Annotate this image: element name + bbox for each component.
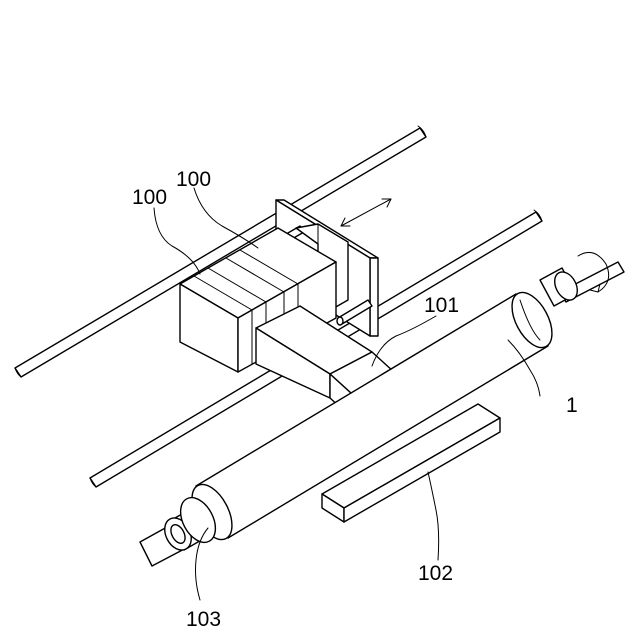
label-roller: 1: [566, 394, 578, 417]
label-nozzle: 101: [424, 294, 459, 317]
label-roller-core: 103: [186, 608, 221, 631]
label-head-unit-rear: 100: [132, 186, 167, 209]
label-head-unit-front: 100: [176, 168, 211, 191]
traverse-arrow-icon: [341, 199, 391, 226]
label-blade: 102: [418, 562, 453, 585]
